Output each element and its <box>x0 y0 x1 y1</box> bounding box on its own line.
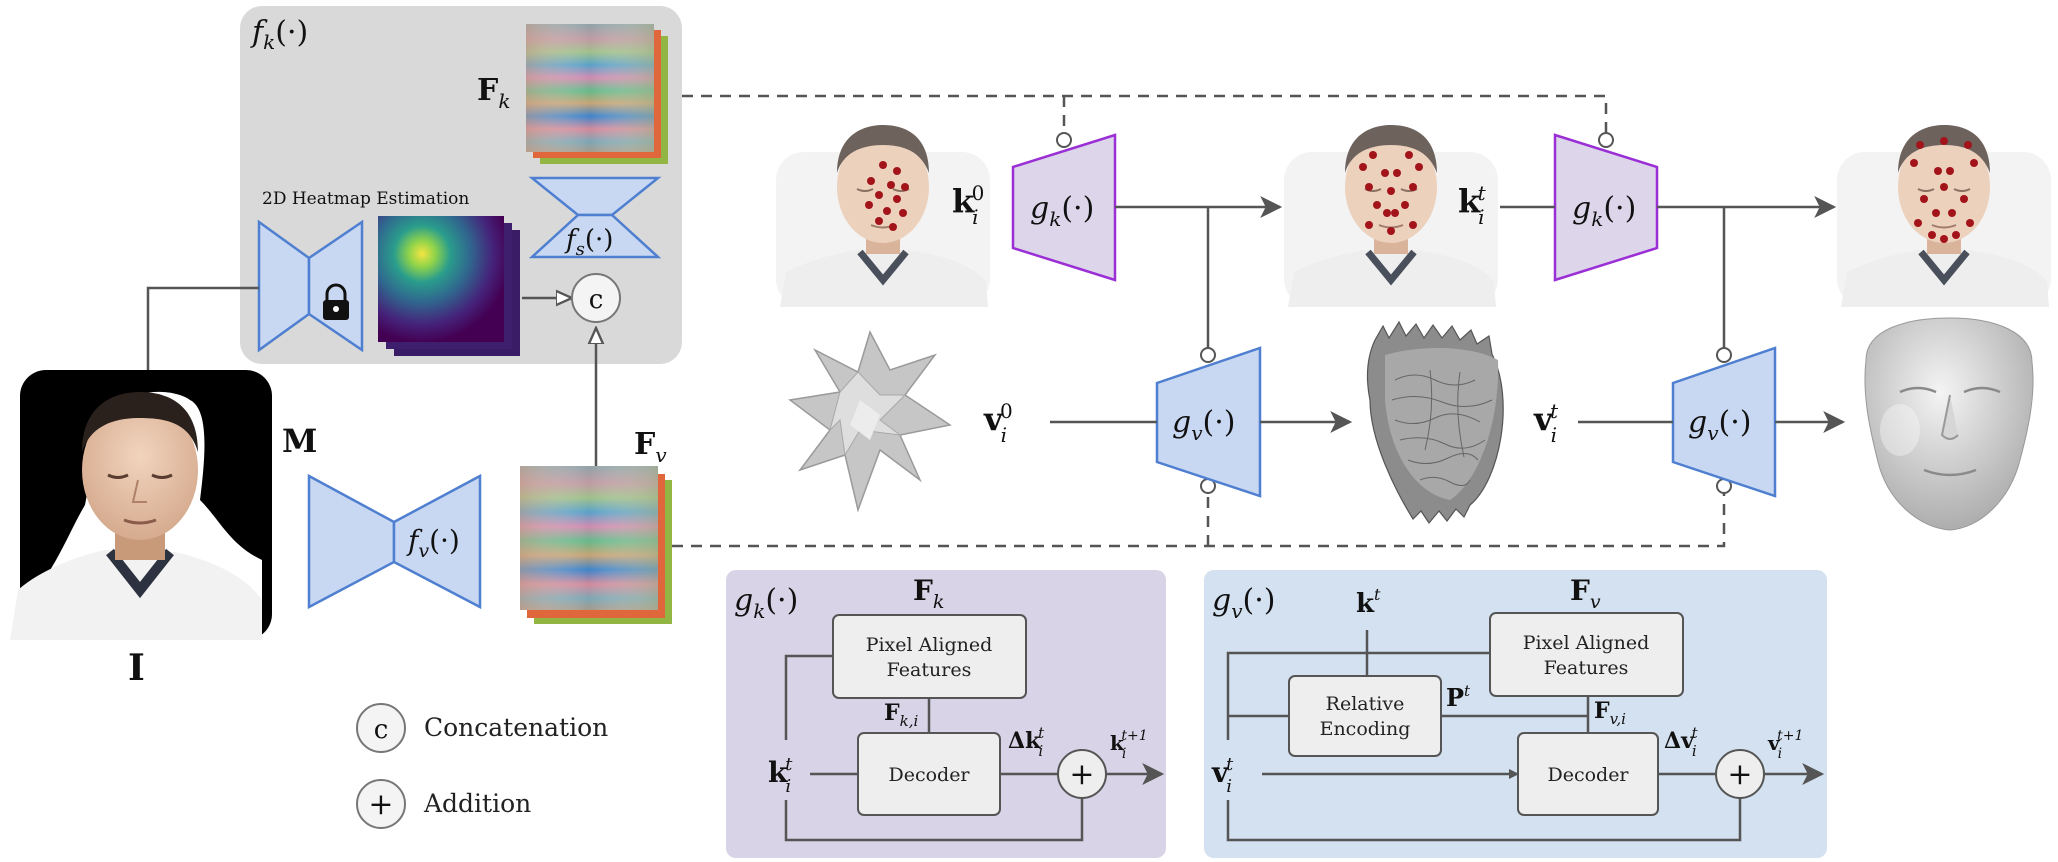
svg-text:Decoder: Decoder <box>1547 764 1629 786</box>
svg-text:Δkit: Δkit <box>1008 724 1045 760</box>
vt-label: vit <box>1533 399 1559 447</box>
keypoint-face-images <box>776 125 2051 307</box>
svg-text:+: + <box>1727 757 1752 792</box>
gk-block-2: gk(·) <box>1553 132 1659 282</box>
svg-text:Fv: Fv <box>1570 574 1601 613</box>
gv-block-2: gv(·) <box>1671 346 1777 498</box>
fv-dashed-line <box>672 490 1726 548</box>
face-keypoints-final <box>1837 125 2051 307</box>
svg-text:Features: Features <box>887 659 972 681</box>
svg-text:Fv,i: Fv,i <box>1594 698 1626 728</box>
kt-label: kit <box>1458 181 1487 229</box>
image-label: I <box>128 647 145 689</box>
fk-dashed-line <box>682 94 1608 136</box>
svg-text:Pixel Aligned: Pixel Aligned <box>1523 632 1650 654</box>
svg-text:gk(·): gk(·) <box>1572 191 1636 231</box>
face-keypoints-intermediate <box>1284 125 1498 307</box>
svg-text:+: + <box>368 787 393 822</box>
fv-label: fv(·) <box>406 524 460 562</box>
fv-feature-stack <box>520 466 672 624</box>
smooth-final-mesh <box>1864 317 2034 531</box>
svg-text:Δvit: Δvit <box>1664 724 1699 760</box>
svg-text:vit+1: vit+1 <box>1767 728 1803 762</box>
input-image <box>10 370 272 640</box>
svg-text:Decoder: Decoder <box>888 764 970 786</box>
add-legend-icon <box>356 779 406 829</box>
svg-text:gv(·): gv(·) <box>1212 583 1275 623</box>
fs-label: fs(·) <box>564 225 613 260</box>
svg-text:c: c <box>589 285 604 315</box>
svg-text:Relative: Relative <box>1326 693 1405 715</box>
pipeline-arrows <box>1050 196 1846 433</box>
lock-icon <box>323 283 349 320</box>
gv-block-1: gv(·) <box>1155 346 1262 498</box>
add-legend-label: Addition <box>423 789 531 818</box>
svg-text:kit+1: kit+1 <box>1110 728 1148 762</box>
gk-block-1: gk(·) <box>1011 132 1117 282</box>
svg-text:Fk,i: Fk,i <box>884 700 918 730</box>
concat-legend-label: Concatenation <box>424 713 608 742</box>
relative-encoding-box <box>1288 675 1442 757</box>
fk-feature-stack <box>526 24 668 164</box>
heatmap-stack <box>378 216 520 356</box>
heatmap-encoder <box>257 219 364 353</box>
fv-feature-label: Fv <box>634 427 667 467</box>
svg-text:Pixel Aligned: Pixel Aligned <box>866 634 993 656</box>
fk-title: fk(·) <box>250 15 308 54</box>
concat-node: c <box>571 273 621 323</box>
svg-text:kit: kit <box>768 754 793 797</box>
svg-text:c: c <box>374 715 389 745</box>
fs-decoder: fs(·) <box>528 176 662 260</box>
svg-text:gv(·): gv(·) <box>1172 405 1235 445</box>
spiky-initial-mesh <box>788 330 952 513</box>
svg-text:gk(·): gk(·) <box>734 583 798 623</box>
gv-pixel-aligned-box <box>1489 612 1684 697</box>
v0-label: vi0 <box>983 399 1013 447</box>
svg-text:Pt: Pt <box>1446 682 1471 712</box>
svg-text:Features: Features <box>1544 657 1629 679</box>
heatmap-estimation-label: 2D Heatmap Estimation <box>262 189 469 209</box>
fv-encoder: fv(·) <box>307 473 482 610</box>
svg-text:Encoding: Encoding <box>1320 718 1411 740</box>
gk-detail-panel: gk(·) Fk Pixel Aligned Features Fk,i Dec… <box>726 570 1166 858</box>
gv-detail-panel: gv(·) kt Fv Pixel Aligned Features Relat… <box>1204 570 1827 858</box>
k0-label: ki0 <box>952 181 984 229</box>
fk-feature-label: Fk <box>477 73 510 113</box>
svg-text:gk(·): gk(·) <box>1030 191 1094 231</box>
svg-text:+: + <box>1069 757 1094 792</box>
image-to-encoder-line <box>146 286 259 370</box>
mask-label: M <box>282 422 317 460</box>
svg-text:gv(·): gv(·) <box>1688 405 1751 445</box>
face-keypoints-initial <box>776 125 990 307</box>
legend: c Concatenation + Addition <box>356 703 608 829</box>
svg-text:kt: kt <box>1356 585 1381 619</box>
encoder-fk-panel: fk(·) 2D Heatmap Estimation <box>240 6 682 364</box>
svg-text:Fk: Fk <box>913 574 944 613</box>
noisy-intermediate-mesh <box>1366 320 1504 525</box>
svg-text:vit: vit <box>1211 754 1234 797</box>
concat-legend-icon <box>356 703 406 753</box>
gk-pixel-aligned-box <box>832 614 1027 699</box>
